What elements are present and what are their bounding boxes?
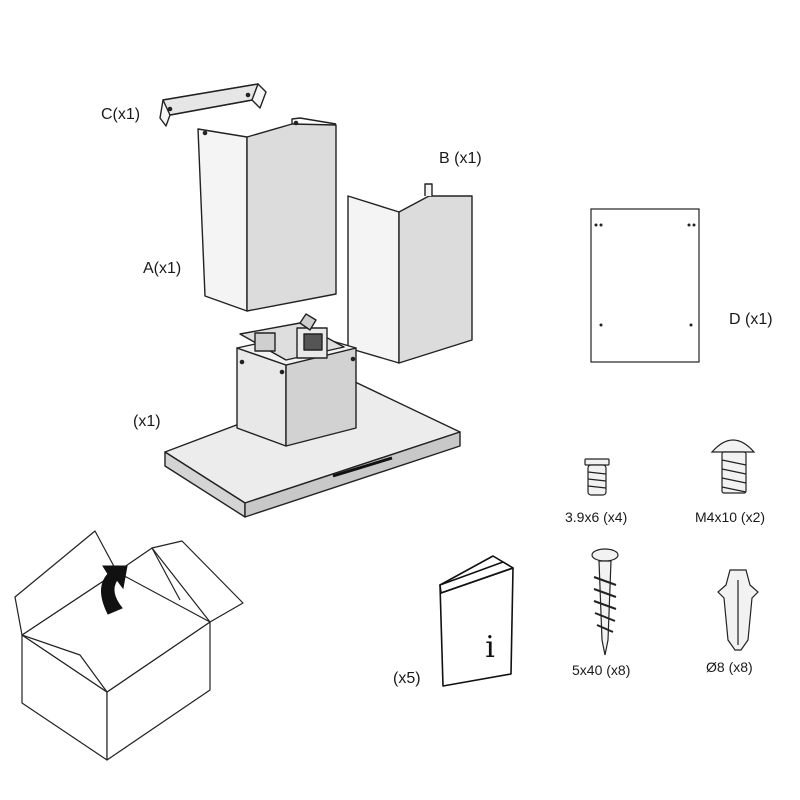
label-part-a: A(x1) (143, 260, 182, 277)
manual-info-glyph: i (485, 630, 495, 665)
label-hood: (x1) (133, 413, 161, 430)
label-wall-plug: Ø8 (x8) (706, 659, 753, 675)
label-part-d: D (x1) (729, 311, 773, 328)
label-screw-small: 3.9x6 (x4) (565, 509, 628, 525)
label-part-c: C(x1) (101, 106, 141, 123)
label-wood-screw: 5x40 (x8) (572, 662, 631, 678)
label-part-b: B (x1) (439, 150, 482, 167)
wood-screw (591, 548, 619, 656)
rotate-arrow-icon (101, 565, 128, 615)
panel-d (590, 208, 700, 363)
cardboard-box (14, 530, 244, 761)
range-hood (164, 313, 461, 518)
chimney-a (197, 117, 337, 312)
screw-m4 (710, 439, 756, 494)
chimney-b (347, 183, 473, 364)
bracket-c (159, 83, 267, 127)
wall-plug (717, 569, 759, 651)
label-manual: (x5) (393, 670, 421, 687)
label-screw-m4: M4x10 (x2) (695, 509, 766, 525)
manual-booklet: i (439, 555, 514, 687)
screw-small (584, 458, 610, 496)
